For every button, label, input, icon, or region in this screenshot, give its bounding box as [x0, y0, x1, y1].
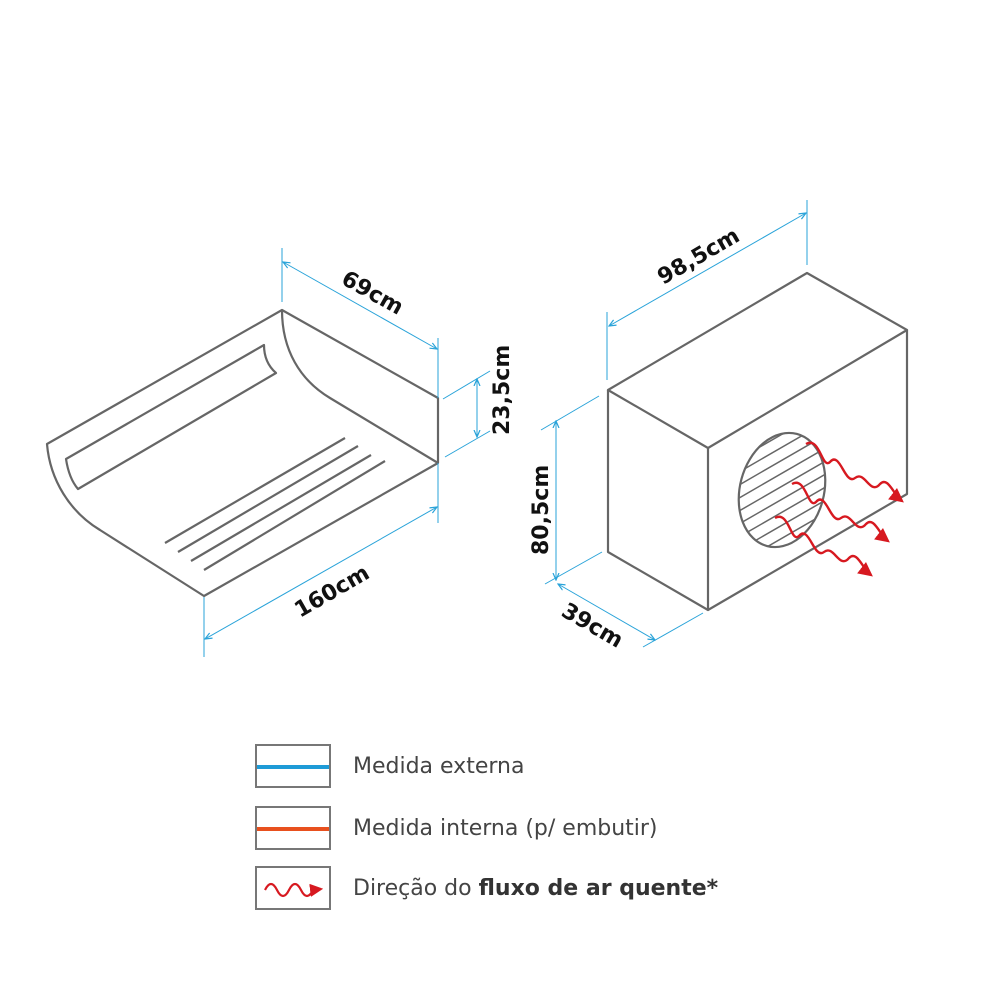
legend-external: Medida externa — [255, 744, 524, 788]
outdoor-depth-label: 39cm — [557, 599, 627, 654]
indoor-unit-drawing — [45, 308, 440, 598]
external-measure-swatch — [255, 744, 331, 788]
outdoor-height-label: 80,5cm — [529, 465, 554, 555]
legend-external-label: Medida externa — [353, 753, 525, 779]
outdoor-dimension-lines — [540, 200, 808, 648]
indoor-width-label: 160cm — [291, 561, 374, 624]
outdoor-unit-drawing — [606, 271, 909, 612]
internal-measure-swatch — [255, 806, 331, 850]
indoor-height-label: 23,5cm — [490, 345, 515, 435]
airflow-swatch — [255, 866, 331, 910]
legend-airflow-prefix: Direção do — [353, 875, 479, 901]
legend-airflow: Direção do fluxo de ar quente* — [255, 866, 718, 910]
wavy-arrow-icon — [264, 882, 324, 898]
legend-airflow-bold: fluxo de ar quente* — [478, 875, 719, 901]
legend-internal-label: Medida interna (p/ embutir) — [353, 815, 658, 841]
airflow-arrows — [774, 441, 904, 577]
legend-internal: Medida interna (p/ embutir) — [255, 806, 658, 850]
indoor-dimension-lines — [203, 248, 491, 657]
legend-airflow-label: Direção do fluxo de ar quente* — [353, 876, 718, 901]
